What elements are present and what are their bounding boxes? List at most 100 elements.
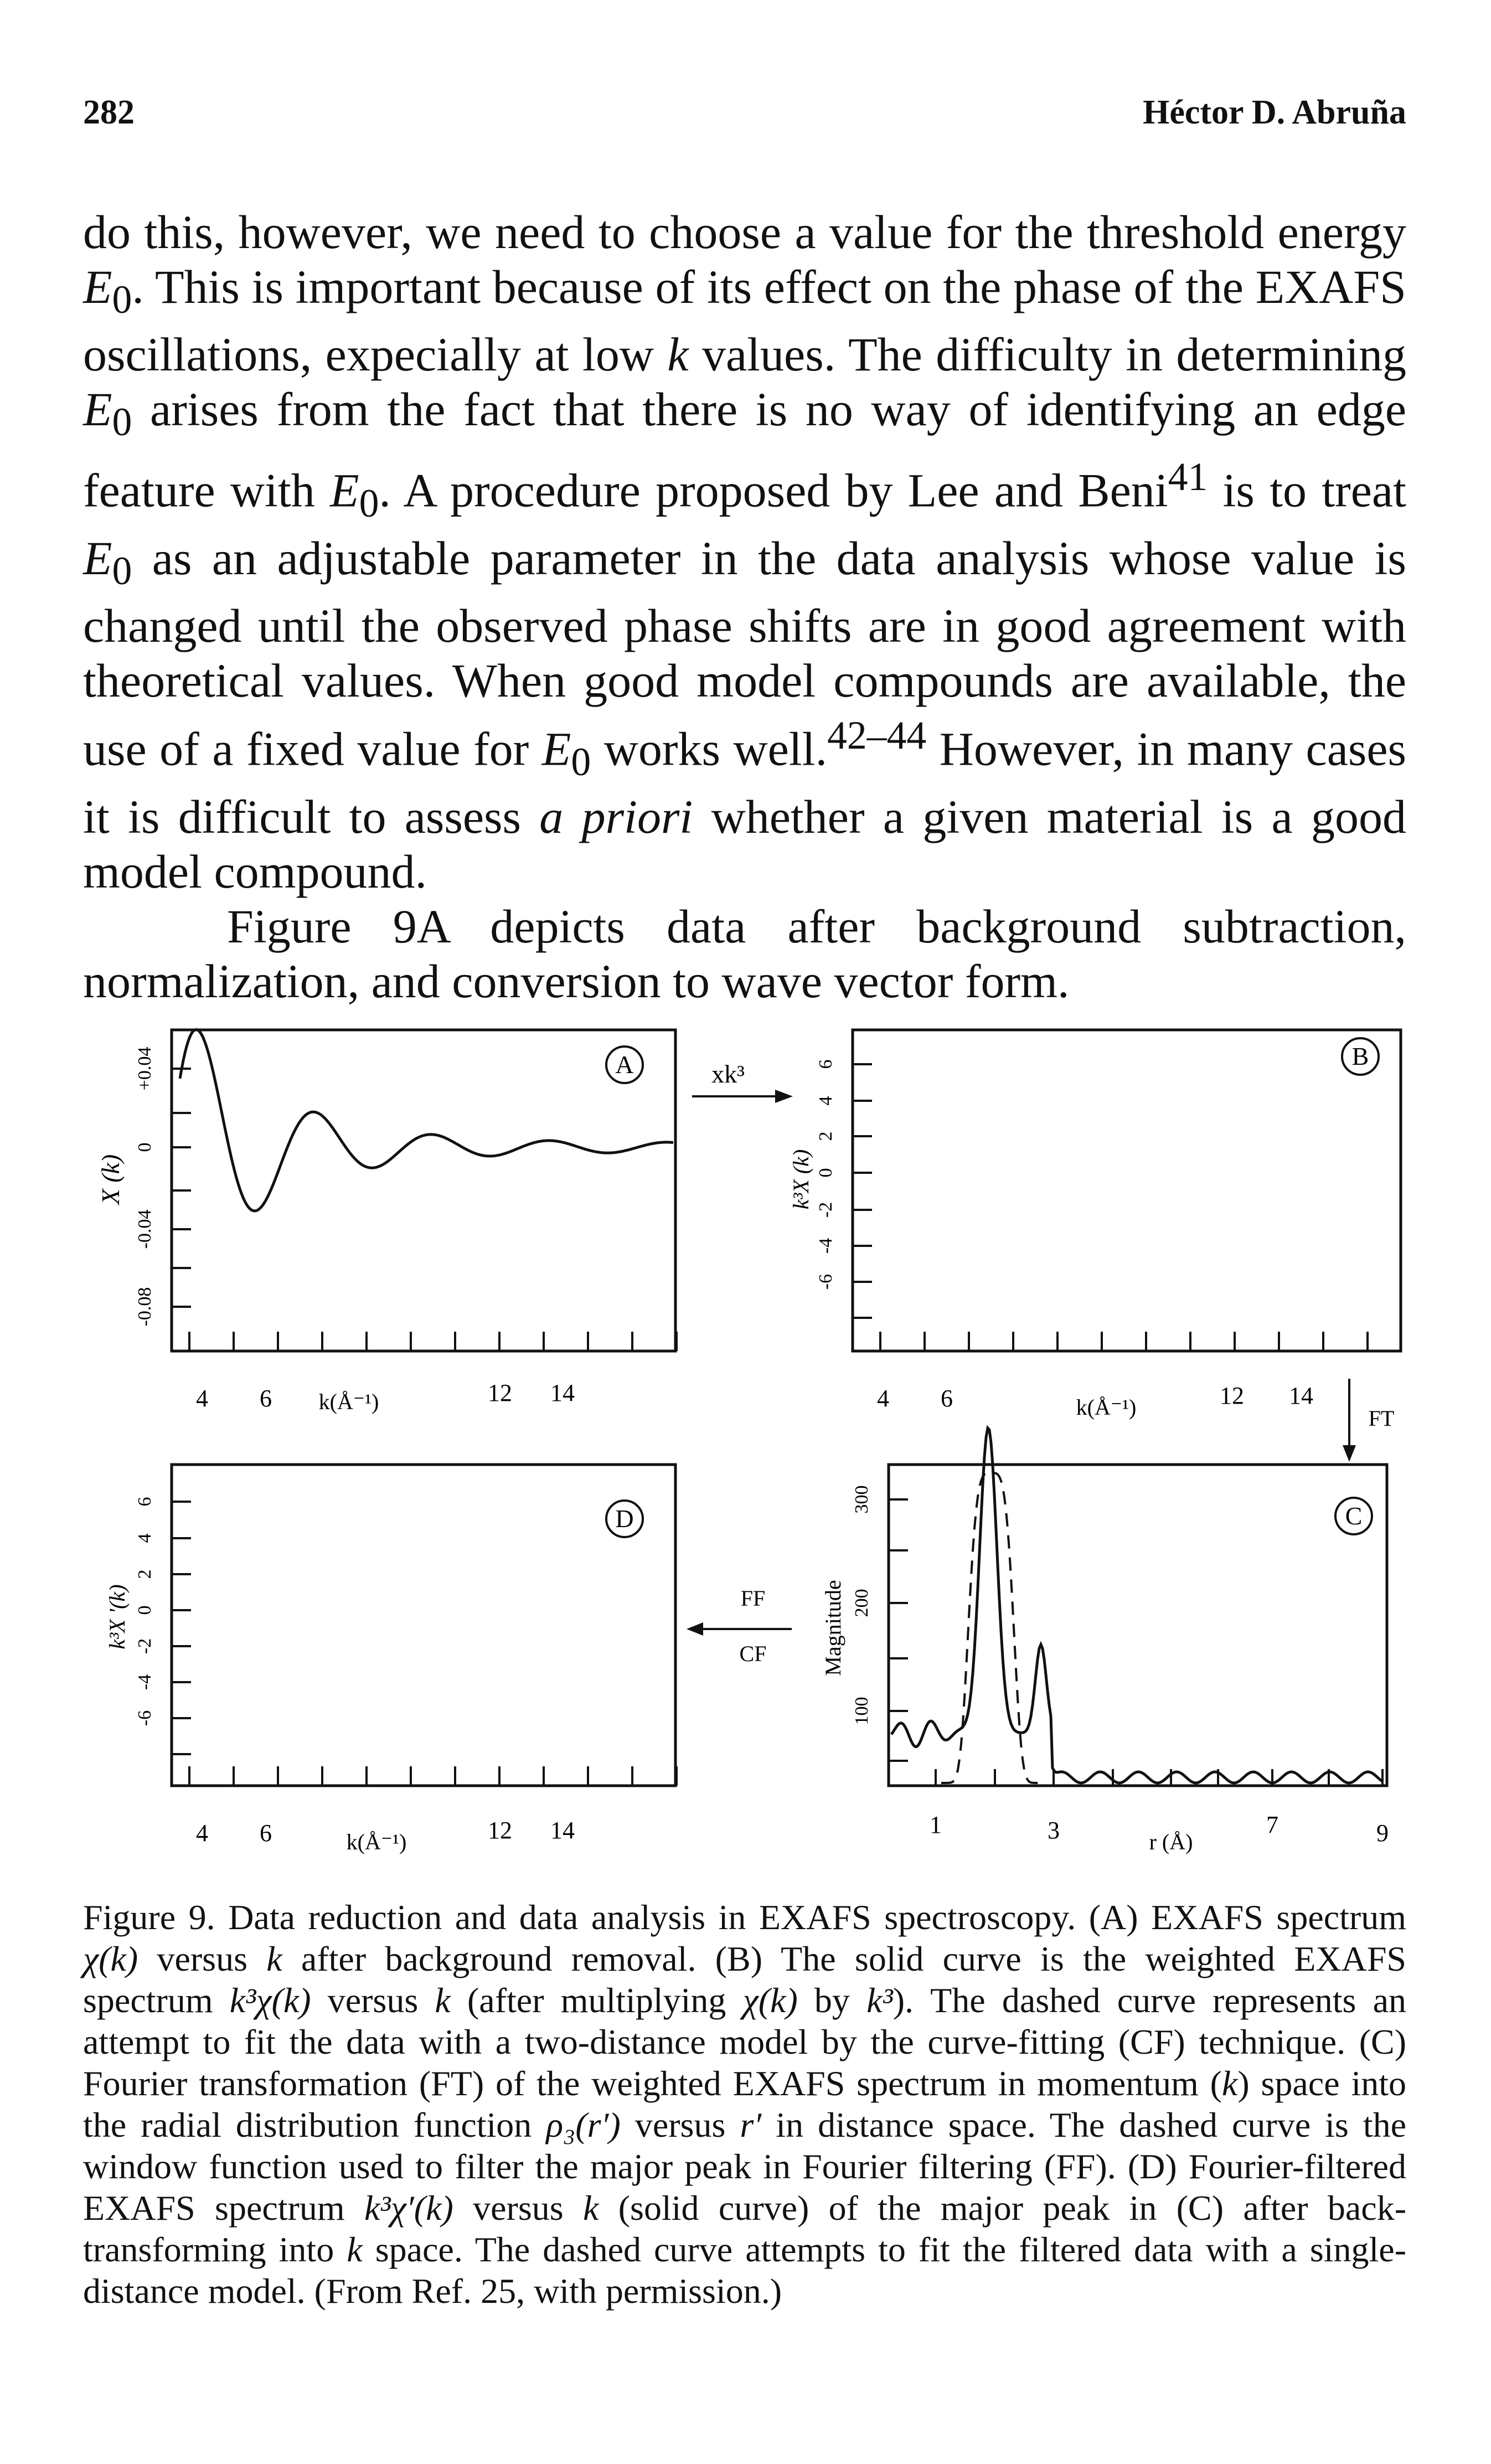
paragraph-2: Figure 9A depicts data after background … — [83, 900, 1406, 1008]
panel-b-ytick-label: -6 — [816, 1274, 836, 1290]
arrow-xk3-head — [775, 1090, 793, 1103]
text-run: However, in many cases it is difficult t… — [83, 723, 1406, 844]
panel-c-frame — [887, 1463, 1389, 1787]
caption-run: in distance space. The dashed curve is t… — [83, 2105, 1407, 2228]
panel-d-y-axis-label: k³X '(k) — [105, 1584, 130, 1649]
panel-b-xtick-label: 12 — [1220, 1382, 1244, 1409]
body-text: do this, however, we need to choose a va… — [83, 205, 1406, 1009]
caption-run: Figure 9. Data reduction and data analys… — [83, 1898, 1406, 1937]
caption-math: k — [583, 2188, 599, 2228]
panel-a-ytick-label: +0.04 — [135, 1047, 155, 1091]
panel-b-ytick-label: -2 — [816, 1202, 836, 1218]
panel-c-xtick-label: 9 — [1376, 1819, 1389, 1847]
panel-d-y-ticks — [172, 1501, 191, 1755]
arrow-ff-label: FF — [741, 1586, 766, 1611]
panel-d-ytick-label: 6 — [135, 1497, 155, 1507]
arrow-ft-head — [1343, 1445, 1356, 1462]
reference-superscript: 41 — [1168, 455, 1208, 499]
text-italic: E — [83, 383, 112, 436]
caption-math: k — [266, 1939, 282, 1978]
panel-d-ytick-label: 4 — [135, 1534, 155, 1543]
text-italic: a priori — [539, 790, 693, 844]
panel-c-ytick-label: 100 — [852, 1697, 872, 1725]
panel-a-x-axis-label: k(Å⁻¹) — [319, 1389, 379, 1414]
panel-b-ytick-label: 2 — [816, 1132, 836, 1141]
running-head-author: Héctor D. Abruña — [1143, 94, 1406, 131]
panel-d-badge — [605, 1499, 644, 1538]
figure-9: A 4 6 k(Å⁻¹) 12 14 +0.04 0 -0.04 -0.08 X… — [0, 997, 1491, 1872]
panel-a-xtick-label: 6 — [260, 1385, 272, 1412]
panel-b-y-axis-label: k³X (k) — [788, 1149, 813, 1210]
figure-9-svg: A 4 6 k(Å⁻¹) 12 14 +0.04 0 -0.04 -0.08 X… — [96, 1028, 1402, 1854]
panel-c-xtick-label: 7 — [1266, 1811, 1278, 1838]
panel-a-xtick-label: 4 — [196, 1385, 208, 1412]
panel-a-ytick-label: 0 — [135, 1143, 155, 1152]
text-italic: E — [541, 723, 571, 776]
panel-c: C 1 3 r (Å) 7 9 300 200 100 Magnitude — [821, 1425, 1389, 1854]
panel-c-y-ticks — [889, 1498, 908, 1762]
panel-b-xtick-label: 6 — [941, 1385, 953, 1412]
caption-run: ) space into the radial distribution fun… — [83, 2064, 1407, 2145]
caption-run: after background removal. (B) The solid … — [83, 1939, 1407, 2020]
text-sub: 0 — [112, 549, 132, 594]
text-run: whether a given material is a good model… — [83, 790, 1406, 899]
panel-c-solid-curve — [890, 1425, 1384, 1785]
text-sub: 0 — [112, 400, 132, 445]
panel-b-label: B — [1352, 1042, 1369, 1070]
panel-c-dashed-window-curve — [941, 1472, 1041, 1784]
panel-d-ytick-label: 2 — [135, 1570, 155, 1579]
panel-d-xtick-label: 12 — [488, 1817, 512, 1844]
page-number: 282 — [83, 94, 135, 131]
panel-b-x-axis-label: k(Å⁻¹) — [1076, 1395, 1137, 1420]
text-run: do this, however, we need to choose a va… — [83, 205, 1406, 259]
caption-math: ρ₃(r′) — [546, 2105, 621, 2145]
text-run: values. The difficulty in determining — [688, 328, 1406, 382]
panel-c-xtick-label: 3 — [1048, 1817, 1060, 1844]
text-italic: E — [330, 464, 359, 518]
panel-b-xtick-label: 4 — [877, 1385, 889, 1412]
panel-a: A 4 6 k(Å⁻¹) 12 14 +0.04 0 -0.04 -0.08 X… — [96, 1028, 678, 1414]
caption-run: versus — [620, 2105, 740, 2145]
caption-math: k — [1221, 2064, 1238, 2103]
text-sub: 0 — [359, 481, 379, 526]
panel-a-ytick-label: -0.04 — [135, 1210, 155, 1249]
panel-b-frame — [851, 1028, 1402, 1353]
panel-b-x-ticks — [879, 1332, 1369, 1351]
page-header: 282 Héctor D. Abruña — [83, 93, 1406, 143]
panel-a-xtick-label: 12 — [488, 1379, 512, 1406]
text-italic: E — [83, 532, 112, 585]
paragraph-1: do this, however, we need to choose a va… — [83, 205, 1406, 899]
arrow-ft: FT — [1343, 1379, 1394, 1462]
arrow-ff-cf-head — [687, 1622, 703, 1636]
panel-c-ytick-label: 200 — [852, 1589, 872, 1617]
caption-run: by — [797, 1981, 867, 2020]
text-run: is to treat — [1208, 464, 1406, 518]
caption-math: k — [435, 1981, 451, 2020]
caption-run: ). The dashed curve represents an attemp… — [83, 1981, 1407, 2103]
panel-c-y-axis-label: Magnitude — [821, 1580, 845, 1676]
panel-c-badge — [1334, 1497, 1373, 1535]
text-run: as an adjustable parameter in the data a… — [83, 532, 1406, 776]
panel-d-x-axis-label: k(Å⁻¹) — [347, 1829, 407, 1854]
panel-b-ytick-label: 6 — [816, 1060, 836, 1069]
text-italic: k — [667, 328, 689, 382]
arrow-ff-cf: FF CF — [687, 1586, 792, 1666]
figure-caption: Figure 9. Data reduction and data analys… — [83, 1896, 1406, 2312]
caption-math: χ(k) — [742, 1981, 798, 2020]
panel-d-ytick-label: -4 — [135, 1674, 155, 1690]
panel-a-frame — [170, 1028, 677, 1353]
text-run: . A procedure proposed by Lee and Beni — [379, 464, 1168, 518]
panel-b: B 4 6 k(Å⁻¹) 12 14 6 4 2 0 -2 -4 -6 k³X … — [788, 1028, 1402, 1420]
caption-run: versus — [138, 1939, 267, 1978]
panel-a-badge — [605, 1045, 644, 1084]
text-italic: E — [83, 260, 112, 313]
panel-b-xtick-label: 14 — [1289, 1382, 1313, 1409]
caption-math: r′ — [740, 2105, 762, 2145]
panel-d-ytick-label: -2 — [135, 1638, 155, 1654]
text-run: arises from the fact that there is no wa… — [83, 383, 1406, 518]
panel-c-xtick-label: 1 — [930, 1811, 942, 1838]
caption-math: χ(k) — [83, 1939, 138, 1978]
panel-c-ytick-label: 300 — [852, 1486, 872, 1514]
text-sub: 0 — [112, 277, 132, 322]
panel-d-xtick-label: 14 — [550, 1817, 575, 1844]
